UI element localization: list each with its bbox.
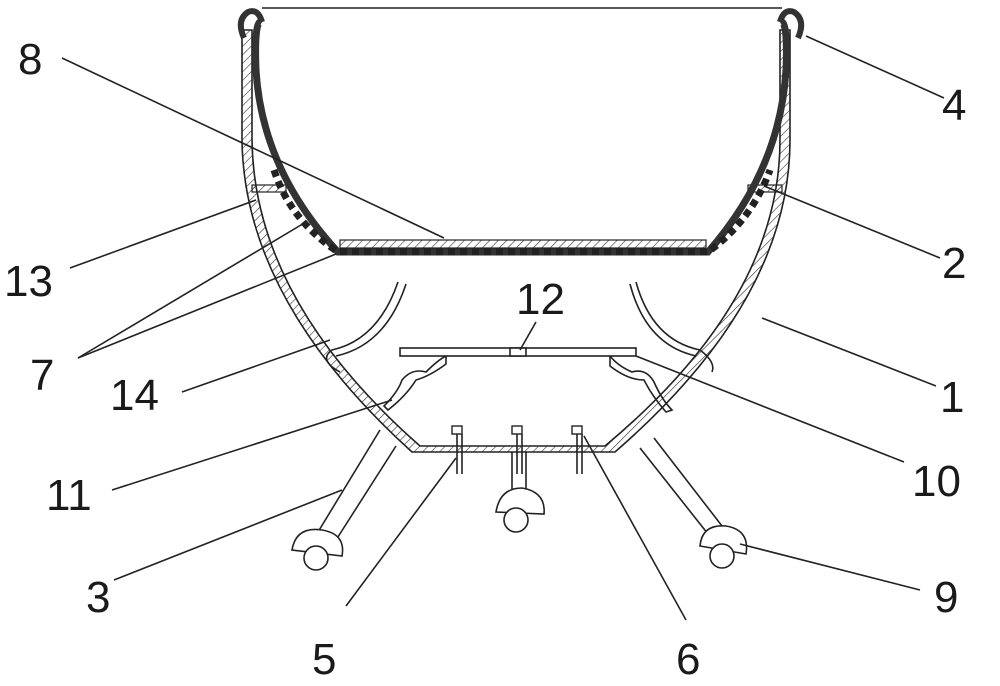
bracket-right <box>635 281 714 373</box>
bolts <box>451 425 583 474</box>
bracket-right-b <box>629 283 697 357</box>
leg-center <box>511 452 527 490</box>
rim-curl-right <box>777 8 805 40</box>
label-7: 7 <box>30 351 54 400</box>
rim-curl-left <box>237 8 265 40</box>
leg-left <box>317 429 397 541</box>
label-9: 9 <box>934 573 958 622</box>
label-13: 13 <box>4 257 53 306</box>
label-8: 8 <box>18 35 42 84</box>
leader-lines <box>61 35 945 621</box>
support-right <box>609 353 674 413</box>
label-4: 4 <box>942 81 966 130</box>
bracket-left <box>325 281 399 373</box>
label-1: 1 <box>940 373 964 422</box>
label-11: 11 <box>46 471 92 520</box>
label-2: 2 <box>942 239 966 288</box>
wheel-right <box>699 525 748 569</box>
inner-pot <box>252 18 790 256</box>
label-10: 10 <box>912 457 961 506</box>
label-3: 3 <box>86 573 110 622</box>
support-ring-left <box>251 184 287 193</box>
label-12: 12 <box>516 275 565 324</box>
label-14: 14 <box>110 371 159 420</box>
bracket-left-b <box>335 283 407 357</box>
wheel-center <box>495 487 545 533</box>
heating-plate <box>339 239 707 249</box>
label-6: 6 <box>676 635 700 684</box>
bar-joint <box>509 347 527 357</box>
wheel-left <box>291 528 344 571</box>
label-5: 5 <box>312 635 336 684</box>
insulation-layer <box>270 168 774 256</box>
support-left <box>382 354 447 412</box>
leg-right <box>639 437 723 535</box>
